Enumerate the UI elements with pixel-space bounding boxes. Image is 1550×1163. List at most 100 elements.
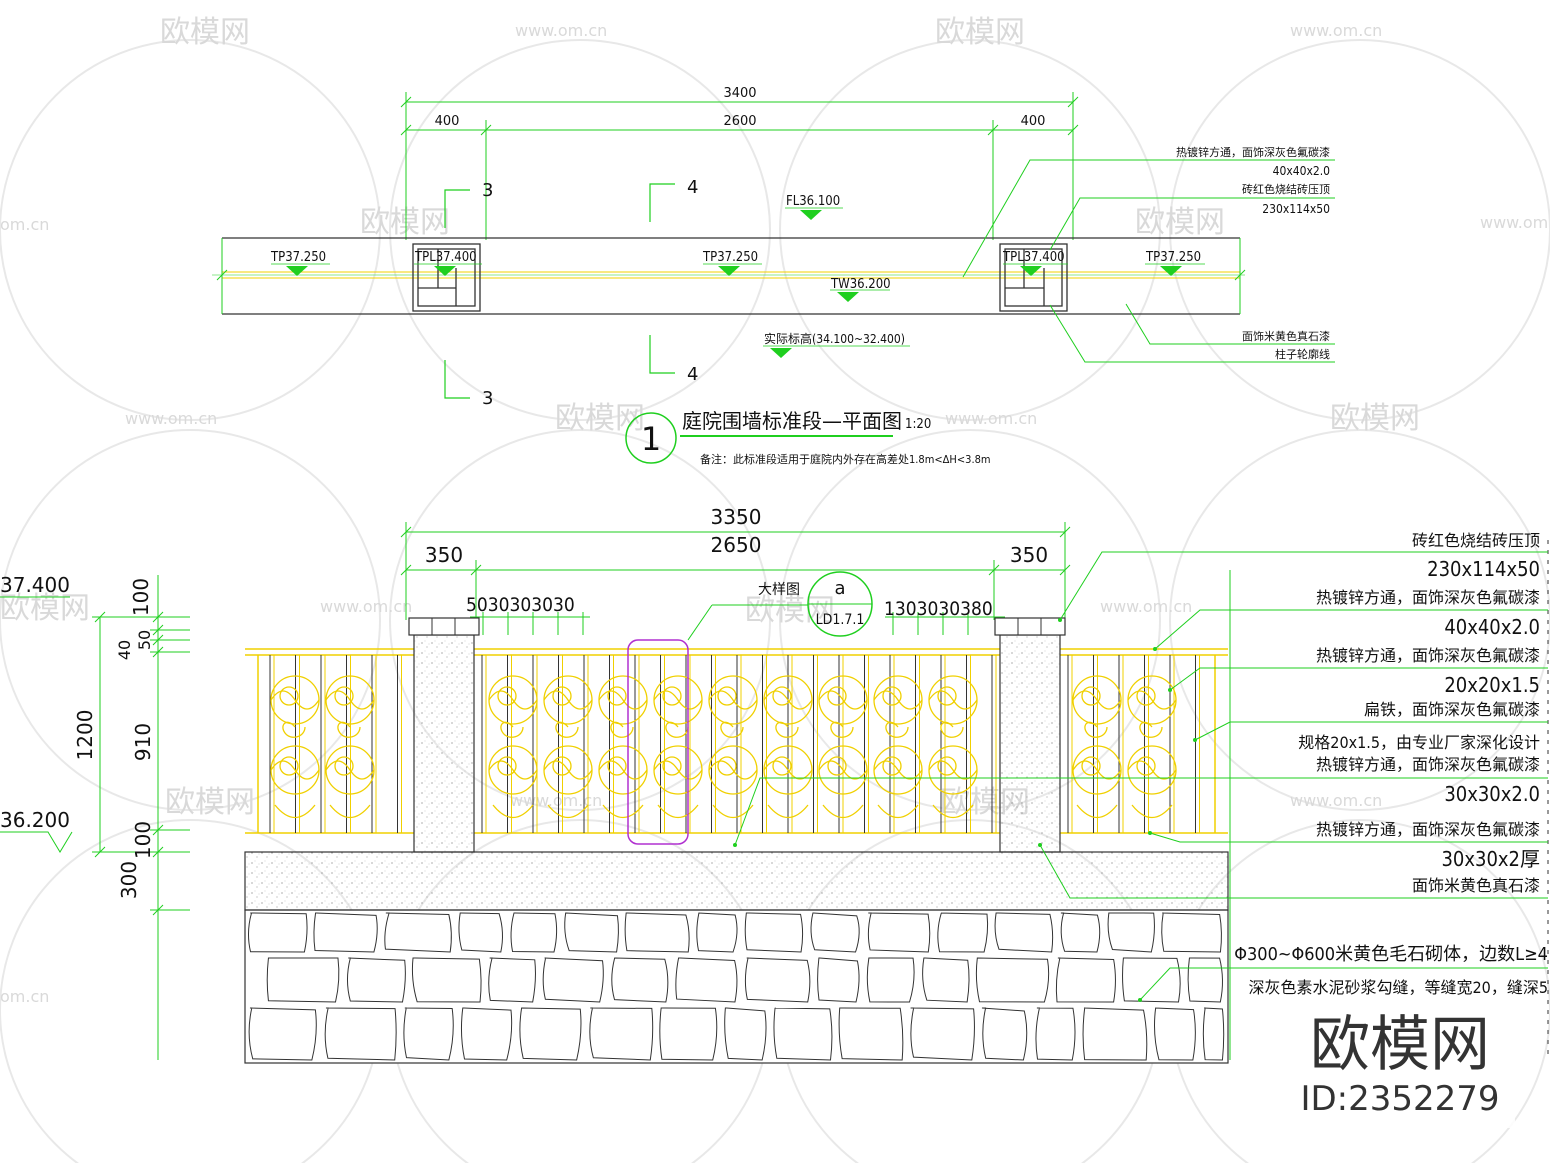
elev-note-15: 深灰色素水泥砂浆勾缝，等缝宽20，缝深5 (1249, 978, 1548, 997)
ornament-curl (279, 756, 299, 776)
plan-note-5: 面饰米黄色真石漆 (1242, 329, 1330, 343)
elev-vdim-40: 40 (115, 640, 134, 660)
ornament-curl (827, 686, 847, 706)
triangle-down-icon (434, 266, 456, 276)
ornament-knot (775, 721, 799, 738)
rubble-stone (1082, 1007, 1148, 1061)
rubble-stone (994, 912, 1054, 953)
triangle-down-icon (800, 210, 822, 220)
level-actual: 实际标高(34.100~32.400) (764, 331, 905, 346)
pillar-right (999, 634, 1061, 853)
plan-dim-left: 400 (435, 114, 460, 129)
elev-vdim-100b: 100 (131, 821, 155, 859)
section-label-4: 4 (687, 364, 698, 385)
elev-dim-pickets-right: 1303030380 (884, 598, 993, 620)
ornament-foot (1131, 804, 1173, 819)
rubble-stone (1154, 1007, 1196, 1061)
ornament-wave (1127, 760, 1177, 780)
elevation-view: 3350 350 2650 350 5030303030 1303030380 (0, 505, 1549, 1064)
ornament-wave (543, 760, 593, 780)
drawing-title: 庭院围墙标准段—平面图 (682, 409, 902, 433)
elev-level-bottom: 36.200 (0, 808, 70, 832)
section-label-3: 3 (482, 180, 493, 201)
ornament-foot (932, 804, 974, 819)
elev-note-12: 30x30x2厚 (1441, 847, 1540, 871)
ornament-knot (940, 721, 964, 738)
ornament-knot (830, 721, 854, 738)
ornament-knot (1084, 721, 1108, 738)
watermark-brand: 欧模网 (160, 15, 250, 50)
ornament-foot (329, 804, 371, 819)
rubble-stone (411, 957, 482, 1003)
plan-note-2: 40x40x2.0 (1273, 164, 1331, 178)
elevation-level-marks (0, 596, 73, 853)
ornament-curl (1081, 756, 1101, 776)
rubble-stone (975, 957, 1050, 1003)
plan-remark: 备注：此标准段适用于庭院内外存在高差处1.8m<ΔH<3.8m (700, 452, 991, 466)
ornament-foot (1076, 804, 1118, 819)
ornament-wave (763, 760, 813, 780)
rubble-stone (724, 1007, 767, 1061)
rubble-stone (460, 1007, 513, 1061)
elev-note-11: 热镀锌方通，面饰深灰色氟碳漆 (1316, 820, 1540, 839)
plan-view: 3400 400 2600 400 (212, 86, 1335, 466)
plan-dim-total: 3400 (723, 86, 756, 101)
ornament-foot (602, 804, 644, 819)
triangle-down-icon (1160, 266, 1182, 276)
watermark-brand: 欧模网 (165, 785, 255, 820)
ornament-foot (657, 804, 699, 819)
elevation-leaders (734, 551, 1548, 1001)
rubble-stone (346, 957, 406, 1003)
rubble-stone (611, 957, 669, 1003)
ornament-wave (708, 760, 758, 780)
ornament-wave (873, 690, 923, 710)
ornament-knot (665, 721, 689, 738)
ornament-curl (882, 686, 902, 706)
level-tpl-left: TPL37.400 (414, 250, 477, 265)
ornament-wave (325, 690, 375, 710)
rubble-stone (867, 912, 931, 953)
ornament-curl (827, 756, 847, 776)
level-tp-left: TP37.250 (270, 250, 326, 265)
rubble-stones (248, 912, 1225, 1061)
rubble-stone (922, 957, 970, 1003)
ornament-curl (662, 686, 682, 706)
watermark-url: www.om.cn (1480, 213, 1550, 232)
rubble-stone (564, 912, 619, 953)
ornament-knot (610, 721, 634, 738)
ornament-wave (653, 690, 703, 710)
ornament-wave (873, 760, 923, 780)
elev-note-6: 20x20x1.5 (1444, 673, 1540, 697)
rubble-stone (589, 1007, 654, 1061)
watermark-url: www.om.cn (125, 409, 217, 428)
level-markers (286, 210, 1182, 358)
ornament-knot (1139, 721, 1163, 738)
rubble-stone (519, 1007, 582, 1061)
ornament-foot (274, 804, 316, 819)
plan-dimension-chain (400, 92, 1079, 240)
rubble-stone (324, 1007, 397, 1061)
ornament-curl (937, 686, 957, 706)
ornament-wave (763, 690, 813, 710)
elev-vdim-910: 910 (131, 723, 155, 761)
ornament-curl (937, 756, 957, 776)
ornament-knot (500, 721, 524, 738)
rubble-stone (810, 912, 860, 953)
section-mark-4-bottom (649, 335, 675, 374)
elev-vdim-1200: 1200 (73, 710, 97, 761)
plan-wall-outline (222, 237, 1240, 315)
elev-note-9: 热镀锌方通，面饰深灰色氟碳漆 (1316, 755, 1540, 774)
pillar-cap-left (408, 617, 480, 636)
ornament-knot (720, 721, 744, 738)
ornament-foot (767, 804, 809, 819)
rubble-stone (773, 1007, 833, 1061)
ornament-wave (653, 760, 703, 780)
rubble-stone (1107, 912, 1155, 953)
ornament-wave (488, 690, 538, 710)
elev-level-top: 37.400 (0, 573, 70, 597)
rubble-stone (624, 912, 690, 953)
ornament-curl (497, 756, 517, 776)
plan-note-3: 砖红色烧结砖压顶 (1242, 182, 1330, 196)
leader-dots (733, 618, 1197, 1002)
watermark-brand: 欧模网 (745, 593, 835, 628)
